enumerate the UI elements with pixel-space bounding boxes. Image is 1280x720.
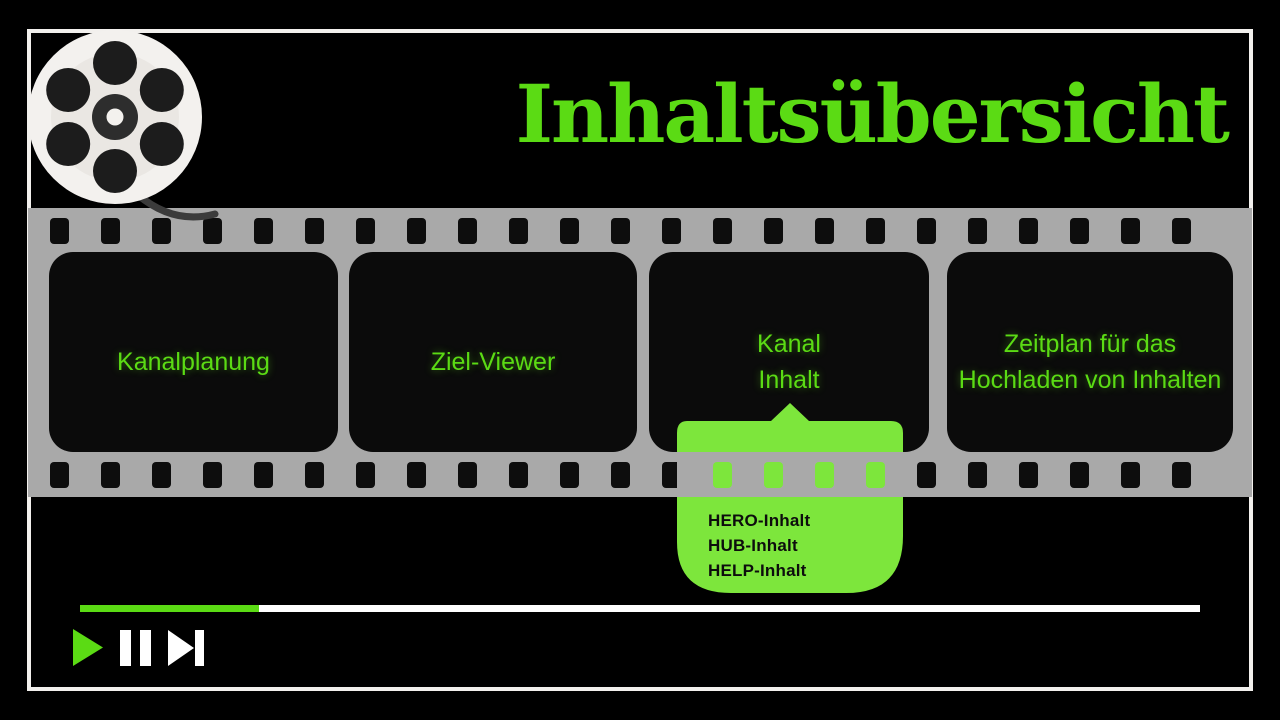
reel-hub-center (106, 108, 124, 126)
frame-label-zeitplan: Zeitplan für das Hochladen von Inhalten (947, 252, 1233, 452)
film-frame-window-3 (649, 252, 929, 452)
film-frame-windows (49, 252, 1233, 452)
film-reel-icon (28, 30, 219, 221)
frame-label-line: Kanal (757, 330, 821, 358)
callout-item: HERO-Inhalt (708, 511, 811, 530)
progress-played (80, 605, 260, 612)
frame-label-line: Ziel-Viewer (430, 348, 556, 376)
film-frame-window-1 (49, 252, 338, 452)
film-tail (134, 191, 219, 221)
film-frame-window-2 (349, 252, 637, 452)
callout-list: HERO-Inhalt HUB-Inhalt HELP-Inhalt (708, 508, 810, 583)
callout-item: HUB-Inhalt (708, 536, 798, 555)
player-controls (73, 629, 204, 666)
skip-next-icon (168, 629, 204, 666)
callout-bubble (677, 403, 903, 593)
frame-label-line: Inhalt (758, 366, 820, 394)
frame-label-kanal-inhalt: Kanal Inhalt (649, 252, 929, 452)
progress-bar[interactable] (80, 605, 1200, 612)
pause-button[interactable] (120, 629, 151, 666)
film-strip (28, 208, 1252, 593)
page-title: Inhaltsübersicht (515, 67, 1230, 161)
frame-label-kanalplanung: Kanalplanung (49, 252, 338, 452)
frame-label-line: Zeitplan für das (1003, 330, 1177, 358)
sprocket-holes-bottom (50, 462, 1191, 488)
play-button[interactable] (73, 629, 103, 666)
frame-label-line: Kanalplanung (117, 348, 270, 376)
film-frame-window-4 (947, 252, 1233, 452)
play-icon (73, 629, 103, 666)
skip-next-button[interactable] (168, 629, 204, 666)
frame-label-ziel-viewer: Ziel-Viewer (349, 252, 637, 452)
sprocket-holes-top (50, 218, 1191, 244)
progress-remaining (259, 605, 1200, 612)
pause-icon (120, 629, 151, 666)
reel-holes (46, 41, 184, 193)
frame-label-line: Hochladen von Inhalten (958, 366, 1222, 394)
sprocket-holes-highlighted (713, 462, 885, 488)
callout-item: HELP-Inhalt (708, 561, 807, 580)
